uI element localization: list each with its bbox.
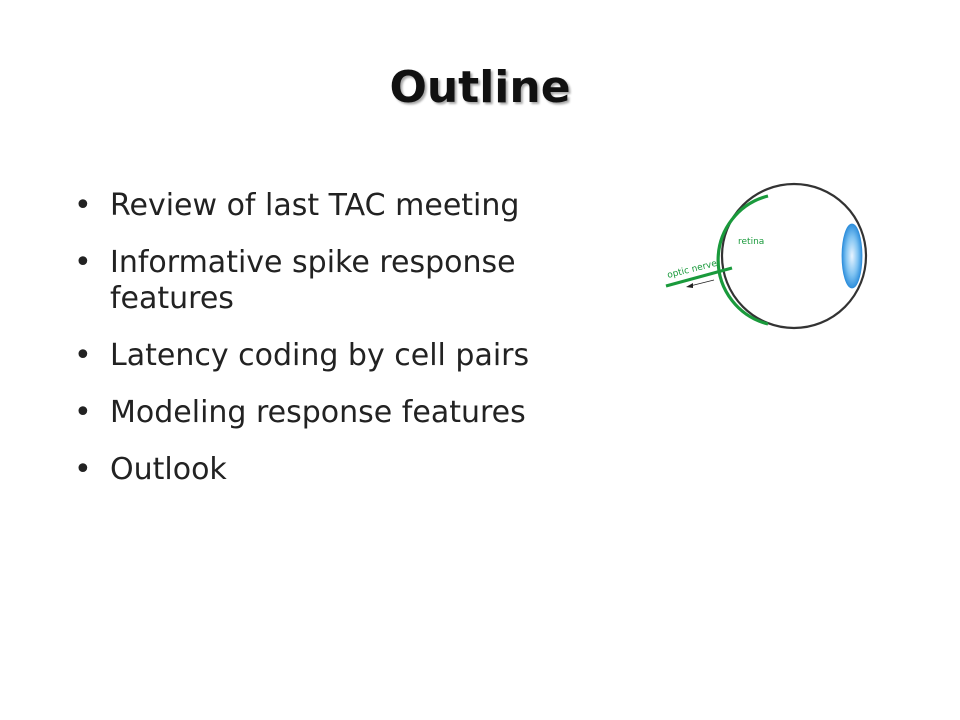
retina-arc	[716, 194, 769, 326]
bullet-text: Review of last TAC meeting	[110, 188, 520, 223]
optic-nerve-line	[665, 266, 733, 288]
bullet-dot: •	[74, 452, 92, 487]
bullet-list: • Review of last TAC meeting • Informati…	[72, 188, 632, 509]
bullet-text: Informative spike response features	[110, 245, 516, 316]
bullet-text: Latency coding by cell pairs	[110, 338, 530, 373]
bullet-dot: •	[74, 395, 92, 430]
eyeball-outline	[720, 182, 868, 330]
bullet-text: Modeling response features	[110, 395, 526, 430]
slide-title: Outline	[389, 62, 571, 113]
bullet-item-latency-coding: • Latency coding by cell pairs	[72, 338, 632, 374]
bullet-dot: •	[74, 188, 92, 223]
bullet-item-outlook: • Outlook	[72, 452, 632, 488]
bullet-item-modeling: • Modeling response features	[72, 395, 632, 431]
arrow-head	[686, 283, 693, 288]
lens	[841, 223, 863, 289]
bullet-item-spike-features: • Informative spike response features	[72, 245, 632, 317]
bullet-dot: •	[74, 245, 92, 280]
retina-label: retina	[738, 237, 764, 247]
eye-diagram: retina optic nerve	[665, 182, 868, 330]
bullet-item-review: • Review of last TAC meeting	[72, 188, 632, 224]
optic-nerve-arrow	[689, 279, 715, 287]
bullet-dot: •	[74, 338, 92, 373]
bullet-text: Outlook	[110, 452, 227, 487]
